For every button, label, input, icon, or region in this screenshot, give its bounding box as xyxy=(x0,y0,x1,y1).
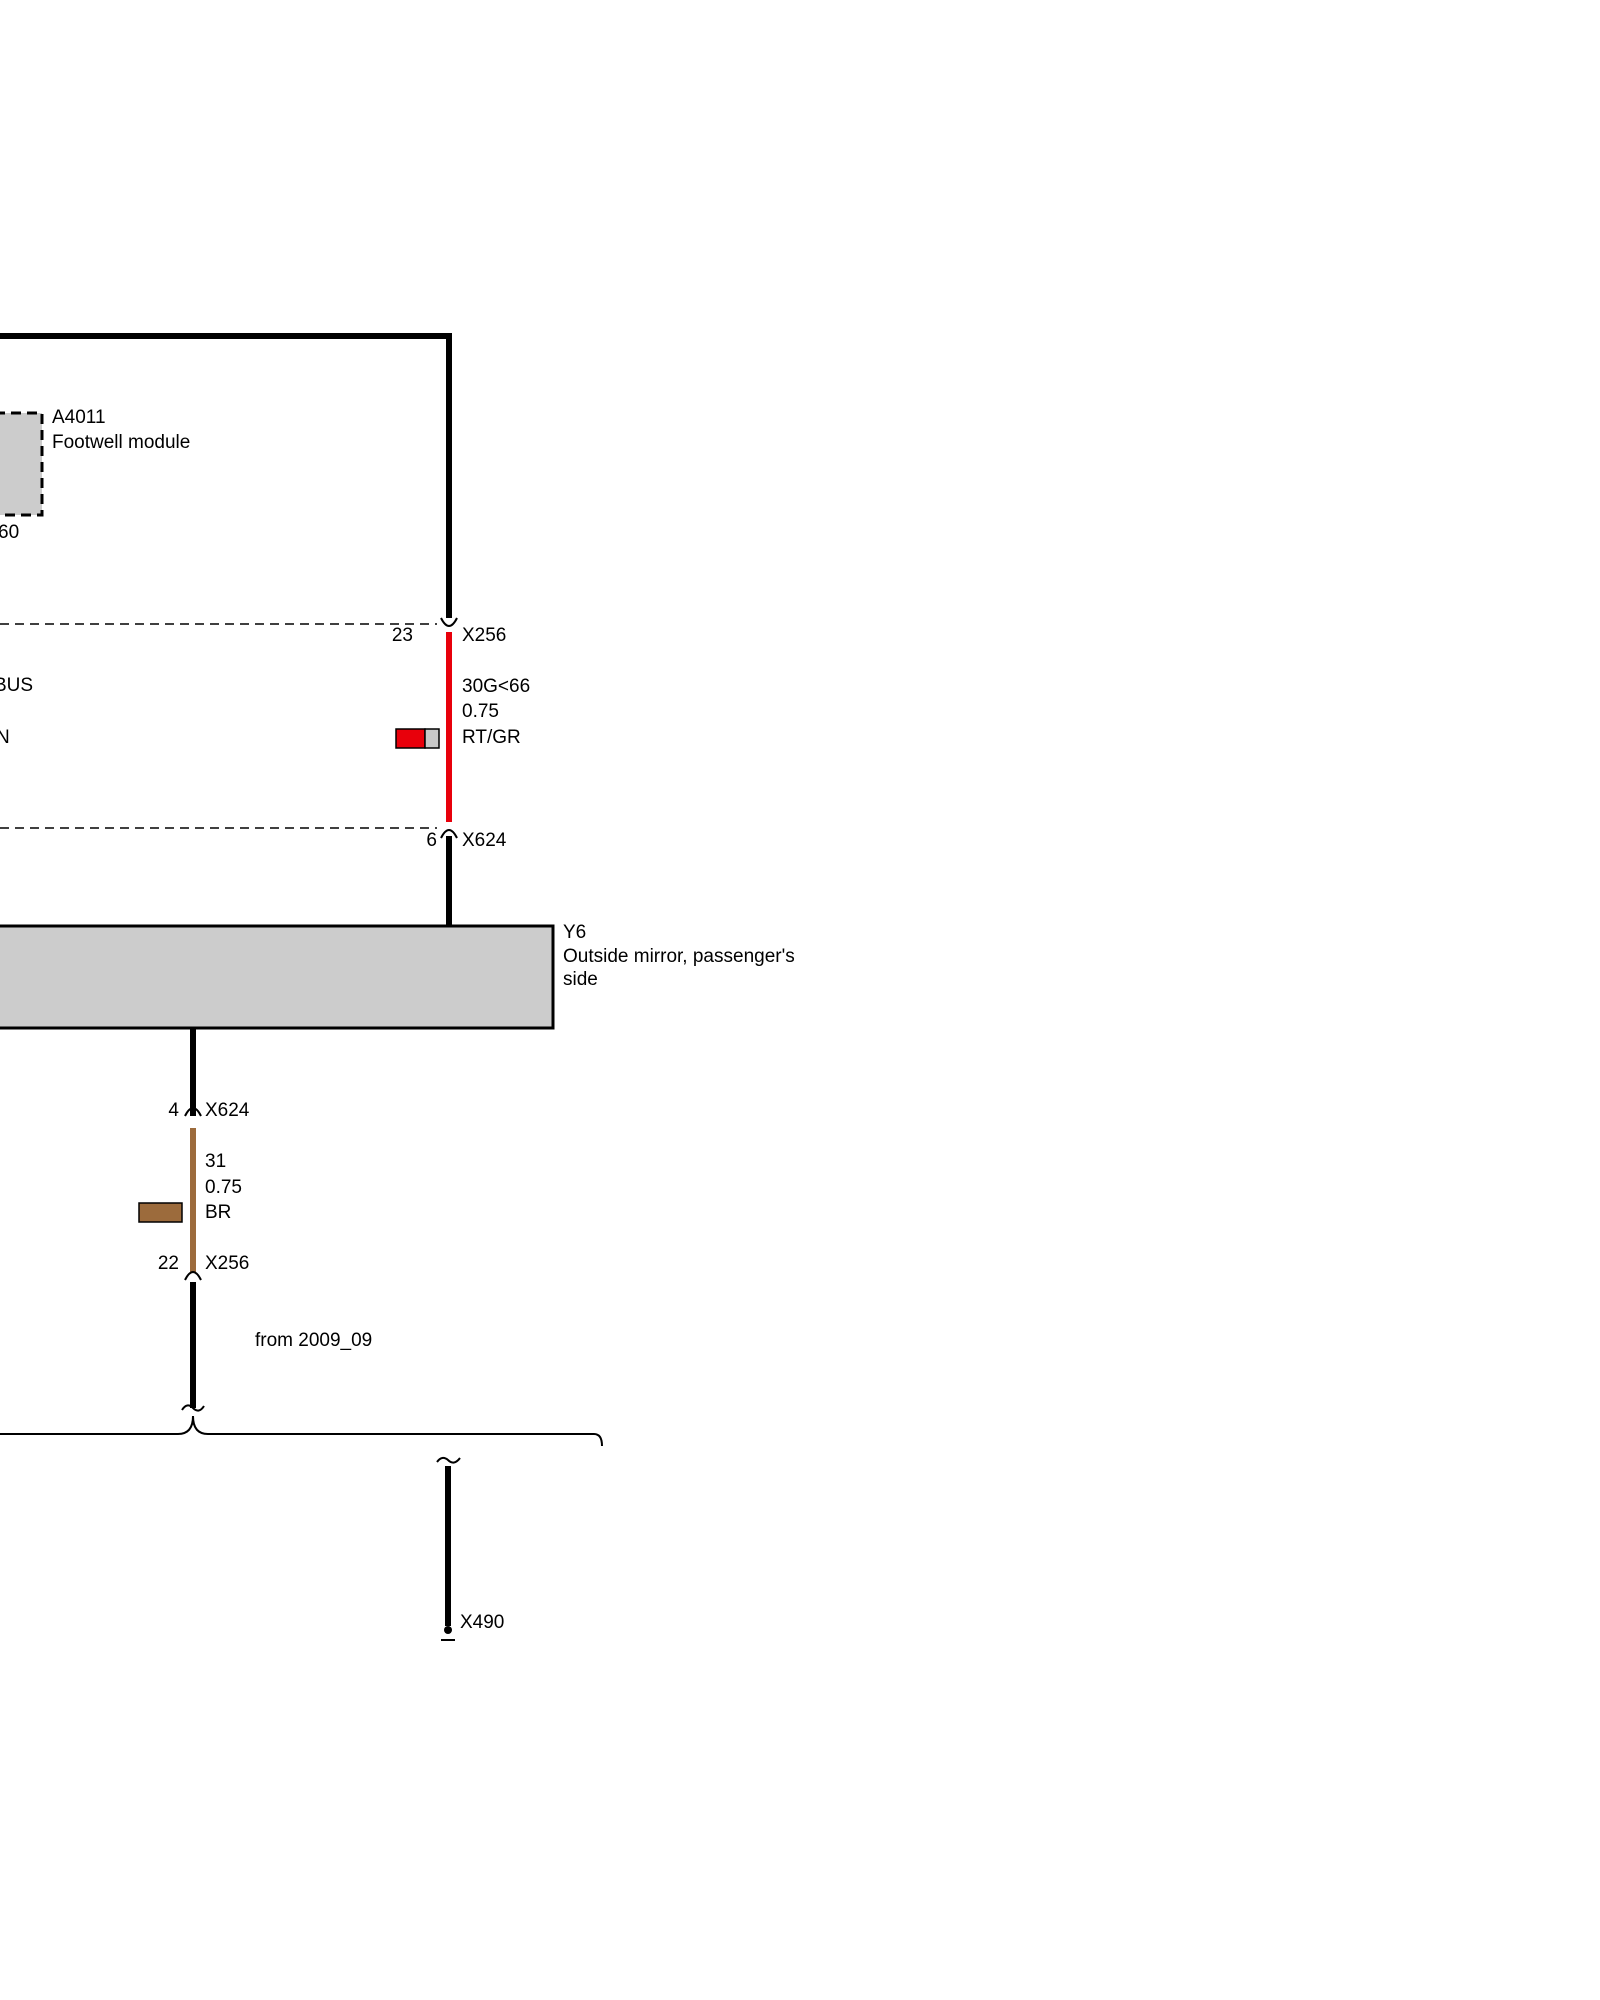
brown-wire-color-swatch xyxy=(138,1202,183,1223)
red-wire-gauge: 0.75 xyxy=(462,701,499,722)
x256-connector-label-top: X256 xyxy=(462,625,506,646)
variant-note: from 2009_09 xyxy=(255,1330,372,1351)
x256-pin-22: 22 xyxy=(158,1253,179,1274)
x624-connector-label-upper: X624 xyxy=(462,830,507,851)
red-wire-color-swatch xyxy=(395,728,440,749)
ground-point-icon xyxy=(444,1626,452,1634)
x624-pin-6: 6 xyxy=(426,830,437,851)
variant-brace-tilde-top xyxy=(181,1404,205,1412)
variant-brace xyxy=(0,1415,603,1447)
a4011-module-box xyxy=(0,411,44,517)
x624-connector-symbol-upper xyxy=(440,829,458,839)
y6-name-line2: side xyxy=(563,969,598,990)
x490-label: X490 xyxy=(460,1612,504,1633)
bus-label-partial: BUS xyxy=(0,675,33,696)
y6-name-line1: Outside mirror, passenger's xyxy=(563,946,795,967)
red-wire-color-code: RT/GR xyxy=(462,727,521,748)
brown-wire-gauge: 0.75 xyxy=(205,1177,242,1198)
x256-connector-symbol-lower xyxy=(184,1271,202,1281)
brown-wire-signal: 31 xyxy=(205,1151,226,1172)
a4011-code: A4011 xyxy=(52,407,106,428)
a4011-name: Footwell module xyxy=(52,432,190,453)
brown-wire-color-code: BR xyxy=(205,1202,231,1223)
x256-connector-label-lower: X256 xyxy=(205,1253,249,1274)
a4011-pin-partial: 60 xyxy=(0,522,19,543)
y6-mirror-box xyxy=(0,924,555,1030)
x256-connector-symbol-top xyxy=(440,617,458,627)
top-harness-wire xyxy=(0,333,452,618)
x624-connector-symbol-lower xyxy=(184,1107,202,1117)
variant-tilde-bottom xyxy=(436,1456,461,1464)
x624-connector-label-lower: X624 xyxy=(205,1100,250,1121)
red-wire-signal: 30G<66 xyxy=(462,676,530,697)
y6-code: Y6 xyxy=(563,922,586,943)
x624-pin-4: 4 xyxy=(168,1100,179,1121)
x256-pin-23: 23 xyxy=(392,625,413,646)
n-label-partial: N xyxy=(0,727,10,748)
